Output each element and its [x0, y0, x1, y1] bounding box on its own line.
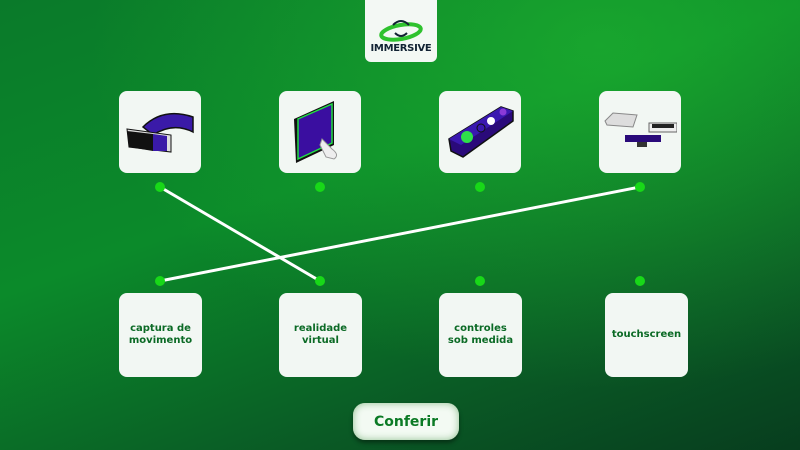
option-label: captura de movimento: [128, 323, 193, 346]
motion-capture-icon: [604, 112, 677, 147]
option-card[interactable]: controles sob medida: [439, 293, 522, 377]
option-card[interactable]: captura de movimento: [119, 293, 202, 377]
connection-line: [159, 185, 321, 283]
device-card-controller[interactable]: [439, 91, 521, 173]
touchscreen-icon: [294, 101, 338, 163]
connection-line: [159, 185, 641, 283]
option-label: realidade virtual: [293, 323, 348, 346]
option-label: touchscreen: [611, 329, 682, 340]
check-button[interactable]: Conferir: [353, 403, 459, 440]
logo: IMMERSIVE: [365, 0, 437, 62]
logo-icon: [379, 20, 423, 42]
option-label: controles sob medida: [447, 323, 514, 346]
device-connector-dot[interactable]: [155, 182, 165, 192]
option-connector-dot[interactable]: [155, 276, 165, 286]
device-connector-dot[interactable]: [475, 182, 485, 192]
option-card[interactable]: realidade virtual: [279, 293, 362, 377]
option-connector-dot[interactable]: [635, 276, 645, 286]
option-connector-dot[interactable]: [475, 276, 485, 286]
option-card[interactable]: touchscreen: [605, 293, 688, 377]
vr-headset-icon: [126, 112, 194, 153]
custom-controller-icon: [448, 106, 514, 158]
device-card-motion[interactable]: [599, 91, 681, 173]
logo-text: IMMERSIVE: [370, 43, 432, 54]
device-card-vr[interactable]: [119, 91, 201, 173]
device-card-touchscreen[interactable]: [279, 91, 361, 173]
device-connector-dot[interactable]: [635, 182, 645, 192]
option-connector-dot[interactable]: [315, 276, 325, 286]
device-connector-dot[interactable]: [315, 182, 325, 192]
